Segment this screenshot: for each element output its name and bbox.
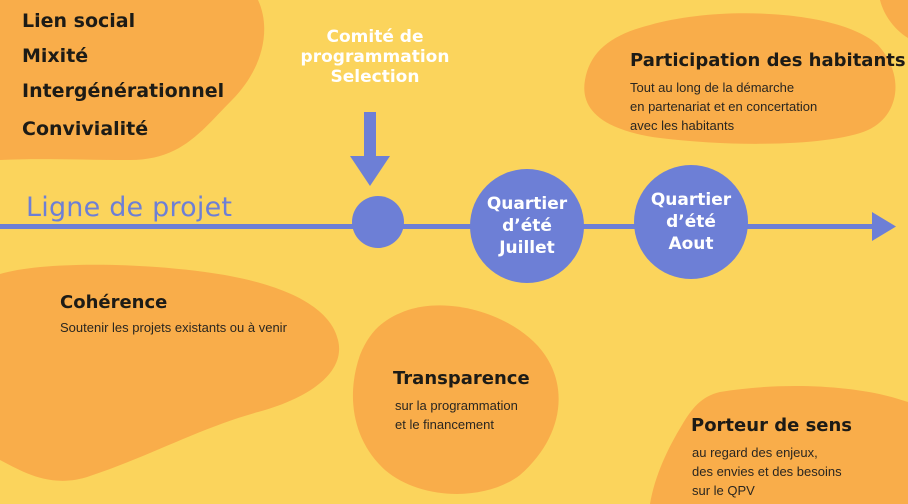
transparence-line-1: sur la programmation [395, 398, 518, 413]
porteur-line-3: sur le QPV [692, 483, 755, 498]
value-mixite: Mixité [22, 45, 89, 67]
blob-corner-top-right [880, 0, 908, 38]
coherence-title: Cohérence [60, 292, 168, 313]
porteur-line-2: des envies et des besoins [692, 464, 842, 479]
milestone-aout-label: Quartier d’été Aout [639, 189, 743, 255]
timeline-line [0, 224, 878, 229]
juillet-line-2: d’été [502, 216, 552, 236]
comite-label: Comité de programmation Selection [295, 27, 455, 87]
comite-line-2: programmation [300, 47, 450, 67]
value-convivialite: Convivialité [22, 118, 149, 140]
juillet-line-1: Quartier [486, 194, 568, 214]
timeline-arrowhead [872, 212, 896, 241]
porteur-line-1: au regard des enjeux, [692, 445, 818, 460]
porteur-title: Porteur de sens [691, 415, 853, 436]
milestone-circle-small [352, 196, 404, 248]
comite-line-1: Comité de [326, 27, 424, 47]
transparence-text: sur la programmation et le financement [395, 396, 518, 434]
juillet-line-3: Juillet [499, 238, 555, 258]
milestone-juillet-label: Quartier d’été Juillet [475, 193, 579, 259]
blob-coherence [0, 264, 340, 481]
participation-text: Tout au long de la démarche en partenari… [630, 78, 817, 135]
blob-porteur [650, 386, 908, 504]
participation-title: Participation des habitants [630, 50, 906, 71]
participation-line-2: en partenariat et en concertation [630, 99, 818, 114]
blob-transparence [352, 305, 559, 494]
coherence-line-1: Soutenir les projets existants ou à veni… [60, 320, 287, 335]
down-arrow-head [350, 156, 390, 186]
down-arrow-shaft [364, 112, 376, 162]
milestone-circle-aout [634, 165, 748, 279]
milestone-circle-juillet [470, 169, 584, 283]
value-lien-social: Lien social [22, 10, 136, 32]
timeline-label: Ligne de projet [26, 192, 233, 223]
aout-line-3: Aout [668, 234, 714, 254]
porteur-text: au regard des enjeux, des envies et des … [692, 443, 842, 500]
aout-line-2: d’été [666, 212, 716, 232]
aout-line-1: Quartier [650, 190, 732, 210]
value-intergenerationnel: Intergénérationnel [22, 80, 225, 102]
blob-values [0, 0, 265, 160]
participation-line-1: Tout au long de la démarche [630, 80, 795, 95]
blob-participation [584, 13, 896, 144]
participation-line-3: avec les habitants [630, 118, 735, 133]
transparence-line-2: et le financement [395, 417, 495, 432]
transparence-title: Transparence [393, 368, 530, 389]
comite-line-3: Selection [330, 67, 420, 87]
